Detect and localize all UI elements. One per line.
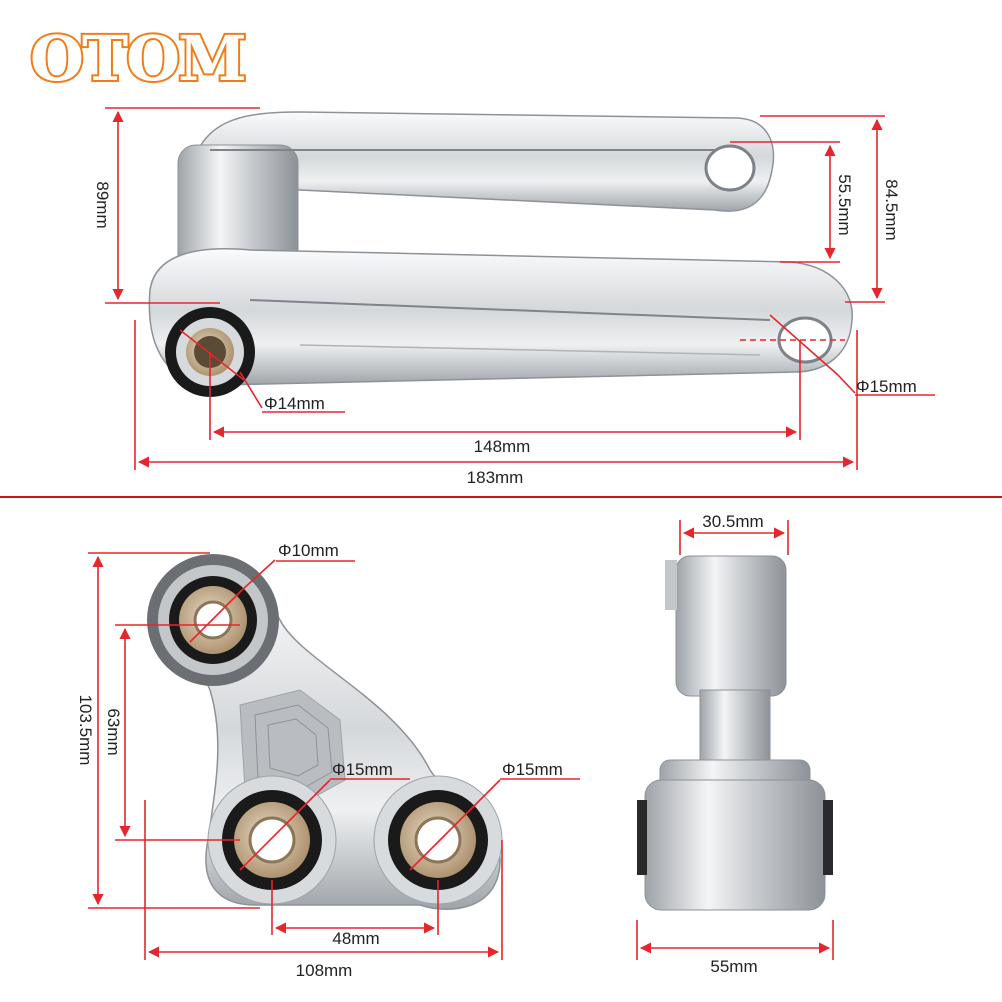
dim-spacing-63: 63mm: [104, 708, 123, 755]
dim-bearing-15-right: Φ15mm: [856, 377, 917, 396]
dim-width-55: 55mm: [710, 957, 757, 976]
dim-bearing-15-left: Φ15mm: [332, 760, 393, 779]
dim-spacing-55-5: 55.5mm: [835, 174, 854, 235]
top-dimensions: [105, 107, 935, 470]
dim-height-103-5: 103.5mm: [76, 695, 95, 766]
linkage-arm-illustration: [148, 111, 853, 397]
side-view-illustration: [637, 555, 833, 911]
logo-text: OTOM: [30, 22, 245, 95]
dim-height-84-5: 84.5mm: [882, 179, 901, 240]
dim-spacing-48: 48mm: [332, 929, 379, 948]
dim-width-108: 108mm: [296, 961, 353, 980]
dim-bearing-10: Φ10mm: [278, 541, 339, 560]
dim-bearing-15-lower-right: Φ15mm: [502, 760, 563, 779]
dim-width-30-5: 30.5mm: [702, 512, 763, 531]
triangle-dimensions: [88, 552, 580, 960]
triangle-link-illustration: [147, 554, 503, 910]
side-dimensions: [636, 520, 834, 960]
brand-logo: OTOM: [28, 20, 249, 97]
dim-length-183: 183mm: [467, 468, 524, 487]
dim-length-148: 148mm: [474, 437, 531, 456]
dim-bearing-14: Φ14mm: [264, 394, 325, 413]
dim-height-89: 89mm: [93, 181, 112, 228]
